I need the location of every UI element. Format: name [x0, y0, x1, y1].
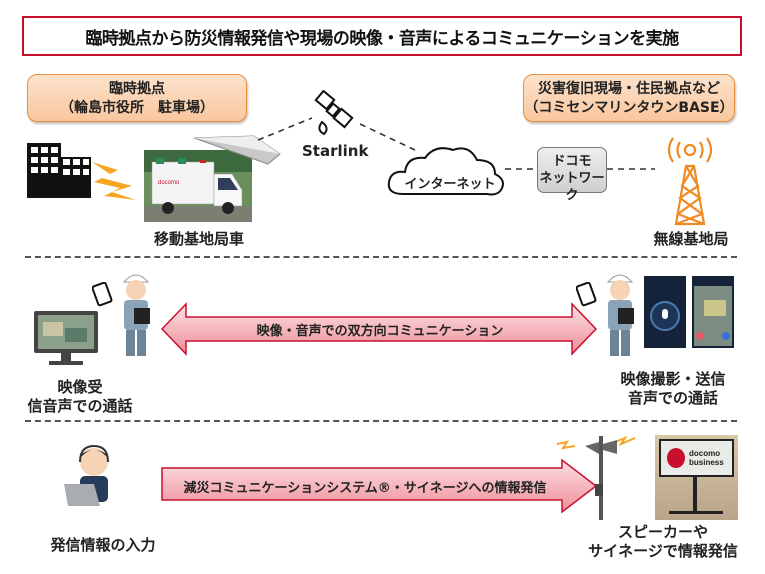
docomo-network-box: ドコモ ネットワーク — [537, 147, 607, 203]
information-broadcast-arrow — [161, 458, 598, 514]
video-send-caption-line2: 音声での通話 — [627, 389, 718, 407]
speaker-signage-caption-line1: スピーカーや — [617, 523, 708, 541]
app-screen-video — [692, 276, 734, 348]
radio-tower-icon — [667, 137, 713, 226]
signage-brand-line1: docomo — [689, 449, 721, 458]
worker-right-icon — [606, 274, 634, 356]
signage-photo: docomo business — [655, 435, 738, 520]
video-send-caption-line1: 映像撮影・送信 — [620, 370, 726, 388]
video-receive-caption-line2: 信音声での通話 — [27, 397, 133, 415]
temporary-base-location: （輪島市役所 駐車場） — [60, 100, 214, 116]
mobile-base-station-vehicle-photo: docomo — [144, 150, 252, 222]
docomo-network-line2: ネットワーク — [539, 171, 605, 203]
section-divider-1 — [25, 256, 737, 258]
signage-base — [669, 511, 723, 514]
tablet-icon — [92, 282, 113, 307]
page-title: 臨時拠点から防災情報発信や現場の映像・音声によるコミュニケーションを実施 — [22, 16, 742, 56]
monitor-icon — [34, 311, 98, 365]
two-way-communication-label: 映像・音声での双方向コミュニケーション — [256, 324, 504, 339]
speaker-signage-caption-line2: サイネージで情報発信 — [588, 542, 738, 560]
cloud-icon — [387, 147, 504, 196]
speaker-pole-icon — [556, 435, 636, 520]
video-receive-caption: 映像受 信音声での通話 — [20, 378, 140, 416]
worker-left-icon — [122, 274, 150, 356]
signage-stand — [693, 477, 697, 513]
satellite-icon — [314, 90, 354, 136]
base-station-label: 無線基地局 — [653, 230, 729, 248]
two-way-communication-arrow — [160, 302, 598, 356]
disaster-site-box: 災害復旧現場・住民拠点など （コミセンマリンタウンBASE） — [523, 74, 735, 122]
video-send-caption: 映像撮影・送信 音声での通話 — [608, 370, 738, 408]
vehicle-label: 移動基地局車 — [153, 230, 244, 248]
signage-brand-line2: business — [689, 458, 724, 467]
temporary-base-box: 臨時拠点 （輪島市役所 駐車場） — [27, 74, 247, 122]
information-broadcast-label: 減災コミュニケーションシステム®・サイネージへの情報発信 — [183, 481, 547, 496]
disaster-site-title: 災害復旧現場・住民拠点など — [538, 81, 720, 97]
lightning-icon — [92, 162, 136, 200]
svg-text:docomo: docomo — [158, 180, 180, 186]
tablet-icon-right — [576, 282, 597, 307]
connection-lines — [257, 117, 655, 170]
docomo-network-line1: ドコモ — [552, 154, 592, 169]
starlink-label: Starlink — [302, 142, 369, 160]
app-screen-voice — [644, 276, 686, 348]
signage-screen: docomo business — [659, 439, 734, 477]
speaker-signage-caption: スピーカーや サイネージで情報発信 — [578, 523, 748, 561]
signage-brand: docomo business — [689, 449, 724, 467]
disaster-site-location: （コミセンマリンタウンBASE） — [524, 100, 734, 116]
temporary-base-title: 臨時拠点 — [109, 81, 165, 97]
video-receive-caption-line1: 映像受 — [57, 378, 103, 396]
building-icon — [27, 143, 91, 198]
docomo-logo-icon — [667, 448, 685, 468]
internet-label: インターネット — [404, 177, 496, 192]
operator-with-laptop-icon — [64, 444, 109, 506]
section-divider-2 — [25, 420, 737, 422]
input-info-caption: 発信情報の入力 — [50, 536, 156, 554]
